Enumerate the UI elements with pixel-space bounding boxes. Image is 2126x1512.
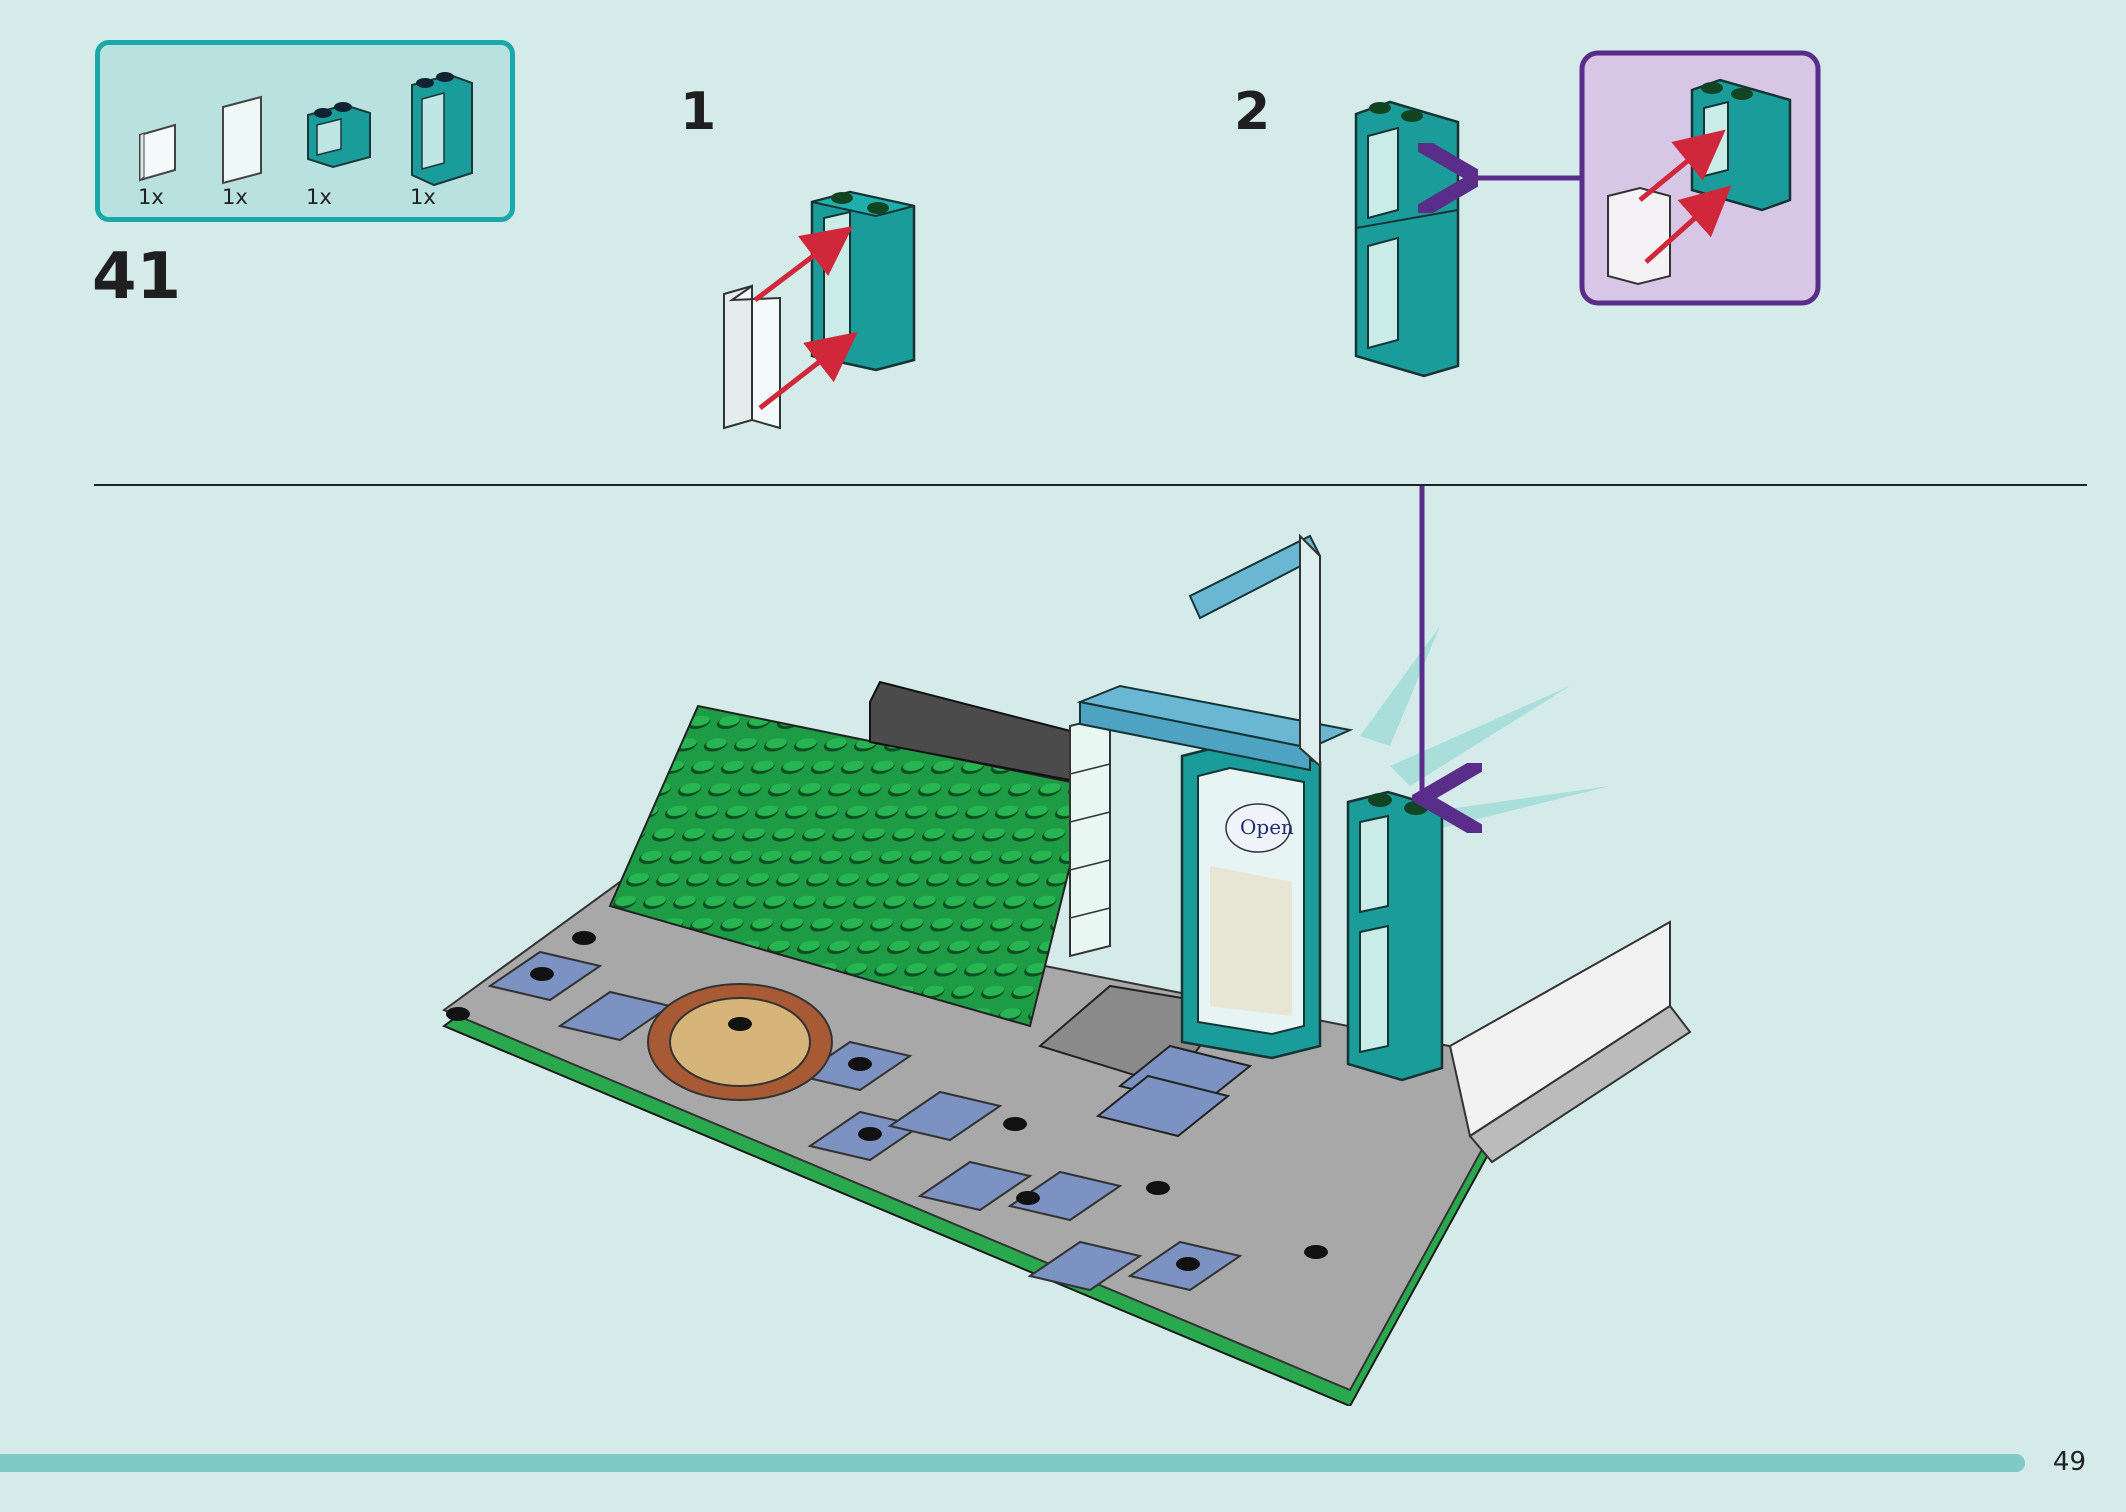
- parts-list-box: 1x 1x 1x 1x: [95, 40, 515, 222]
- callout-glass-pane-icon: [1607, 186, 1671, 286]
- footer-progress-bar: [0, 1454, 2025, 1472]
- part-quantity-2: 1x: [222, 185, 248, 209]
- stacked-window-frames-icon: [1354, 100, 1460, 378]
- step-divider: [94, 484, 2087, 486]
- substep-1-number: 1: [680, 82, 717, 142]
- main-step-number: 41: [92, 240, 182, 314]
- part-quantity-3: 1x: [306, 185, 332, 209]
- parts-illustrations: [139, 72, 473, 187]
- open-sign-text: Open: [1240, 815, 1294, 839]
- substep-2-illustration: [1354, 50, 1821, 378]
- placement-arrow-icon: [1644, 185, 1732, 264]
- round-flower-tile: [647, 983, 833, 1101]
- substep-1-illustration: [723, 190, 916, 430]
- part-quantity-4: 1x: [410, 185, 436, 209]
- part-quantity-1: 1x: [138, 185, 164, 209]
- placement-arrow-icon: [758, 331, 858, 410]
- light-blue-roof-beam: [1076, 533, 1354, 772]
- window-frame-icon: [810, 190, 916, 372]
- page-number: 49: [2052, 1447, 2086, 1477]
- small-glass-pane-icon: [139, 123, 176, 182]
- substep-2-number: 2: [1234, 82, 1271, 142]
- new-window-stack: [1346, 790, 1444, 1082]
- glass-pane-icon: [723, 284, 781, 430]
- right-white-wall: [1448, 920, 1692, 1164]
- placement-arrow-icon: [1638, 129, 1726, 202]
- placement-arrow-icon: [753, 225, 853, 302]
- tall-glass-pane-icon: [222, 95, 262, 185]
- main-model-illustration: Open: [441, 486, 1692, 1406]
- door-frame: Open: [1180, 742, 1322, 1060]
- small-window-frame-icon: [307, 102, 371, 169]
- tall-window-frame-icon: [411, 72, 473, 187]
- white-brick-pillar: [1069, 714, 1111, 958]
- walkway-studs: [446, 931, 1328, 1271]
